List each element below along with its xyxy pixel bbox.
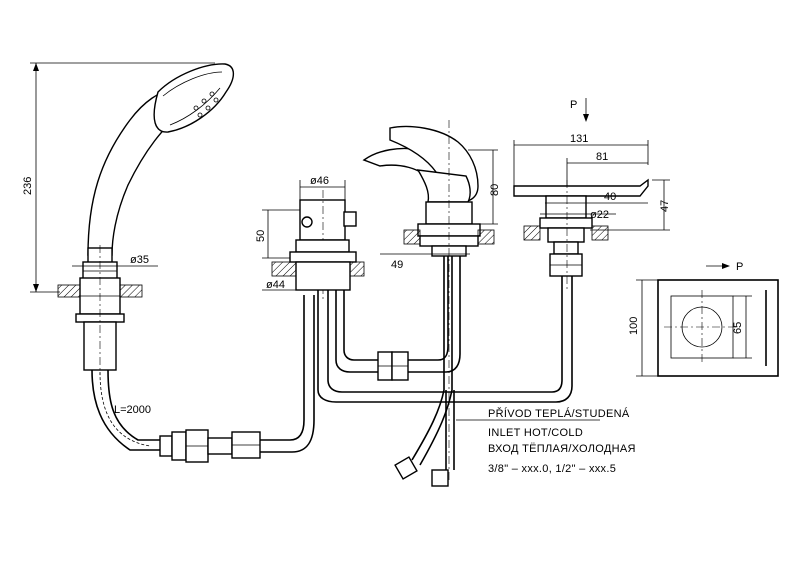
mixer-height-label: 80 bbox=[489, 184, 501, 196]
inlet-note-line2: INLET HOT/COLD bbox=[488, 427, 583, 439]
hose-length-label: L=2000 bbox=[114, 404, 151, 416]
plate-flow-marker: P bbox=[736, 261, 743, 273]
diverter-top-label: ø46 bbox=[310, 175, 329, 187]
spout-width-label: 131 bbox=[570, 133, 588, 145]
diverter-base-label: ø44 bbox=[266, 279, 285, 291]
spout-base-label: ø22 bbox=[590, 209, 609, 221]
inlet-note-line4: 3/8" – xxx.0, 1/2" – xxx.5 bbox=[488, 463, 616, 475]
shower-nozzles bbox=[193, 91, 219, 118]
mixer: 80 49 bbox=[362, 120, 501, 487]
spout-mid-label: 40 bbox=[604, 191, 616, 203]
spout: P 131 81 40 ø22 47 bbox=[513, 98, 671, 290]
spout-height-label: 47 bbox=[659, 200, 671, 212]
diverter: ø46 50 ø44 bbox=[255, 175, 365, 390]
plate-height-label: 100 bbox=[628, 317, 640, 335]
shower-height-label: 236 bbox=[22, 177, 34, 195]
diverter-height-label: 50 bbox=[255, 230, 267, 242]
shower-diameter-label: ø35 bbox=[130, 254, 149, 266]
inlet-note: PŘÍVOD TEPLÁ/STUDENÁ INLET HOT/COLD ВХОД… bbox=[456, 407, 636, 475]
shower-hose: L=2000 bbox=[91, 295, 315, 463]
connecting-pipes bbox=[317, 255, 573, 403]
inlet-note-line1: PŘÍVOD TEPLÁ/STUDENÁ bbox=[488, 407, 630, 420]
inlet-note-line3: ВХОД ТЁПЛАЯ/ХОЛОДНАЯ bbox=[488, 443, 636, 455]
cover-plate: P 100 65 bbox=[628, 261, 779, 377]
mixer-offset-label: 49 bbox=[391, 259, 403, 271]
spout-reach-label: 81 bbox=[596, 151, 608, 163]
spout-flow-marker: P bbox=[570, 99, 577, 111]
hand-shower: 236 ø35 bbox=[22, 62, 235, 375]
plate-inner-label: 65 bbox=[732, 322, 744, 334]
